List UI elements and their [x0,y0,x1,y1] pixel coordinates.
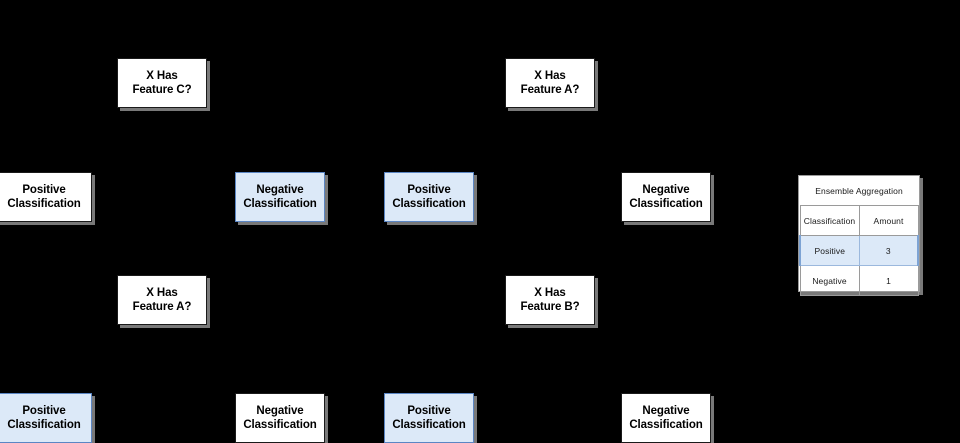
decision-node-feature-c-label: X Has Feature C? [132,69,192,96]
leaf-negative-2[interactable]: Negative Classification [235,393,325,443]
aggregation-title: Ensemble Aggregation [800,176,918,206]
decision-node-feature-a-2[interactable]: X Has Feature A? [505,58,595,108]
aggregation-cell-classification: Positive [799,235,860,266]
decision-node-feature-a-1-label: X Has Feature A? [132,286,192,313]
leaf-negative-3-label: Negative Classification [629,183,703,210]
aggregation-column-header-classification: Classification [799,205,860,236]
decision-node-feature-c[interactable]: X Has Feature C? [117,58,207,108]
aggregation-cell-amount: 3 [858,235,919,266]
decision-node-feature-a-2-label: X Has Feature A? [520,69,580,96]
decision-node-feature-b[interactable]: X Has Feature B? [505,275,595,325]
leaf-positive-3-label: Positive Classification [392,183,466,210]
leaf-positive-3[interactable]: Positive Classification [384,172,474,222]
leaf-negative-2-label: Negative Classification [243,404,317,431]
leaf-negative-4-label: Negative Classification [629,404,703,431]
leaf-positive-4[interactable]: Positive Classification [384,393,474,443]
leaf-positive-1-label: Positive Classification [7,183,81,210]
leaf-negative-4[interactable]: Negative Classification [621,393,711,443]
leaf-positive-4-label: Positive Classification [392,404,466,431]
leaf-positive-2[interactable]: Positive Classification [0,393,92,443]
aggregation-column-header-amount: Amount [858,205,919,236]
aggregation-cell-classification: Negative [799,265,860,296]
decision-node-feature-a-1[interactable]: X Has Feature A? [117,275,207,325]
leaf-negative-3[interactable]: Negative Classification [621,172,711,222]
leaf-positive-1[interactable]: Positive Classification [0,172,92,222]
leaf-negative-1[interactable]: Negative Classification [235,172,325,222]
leaf-negative-1-label: Negative Classification [243,183,317,210]
decision-node-feature-b-label: X Has Feature B? [520,286,580,313]
aggregation-title-row: Ensemble Aggregation [800,176,918,206]
aggregation-cell-amount: 1 [858,265,919,296]
leaf-positive-2-label: Positive Classification [7,404,81,431]
